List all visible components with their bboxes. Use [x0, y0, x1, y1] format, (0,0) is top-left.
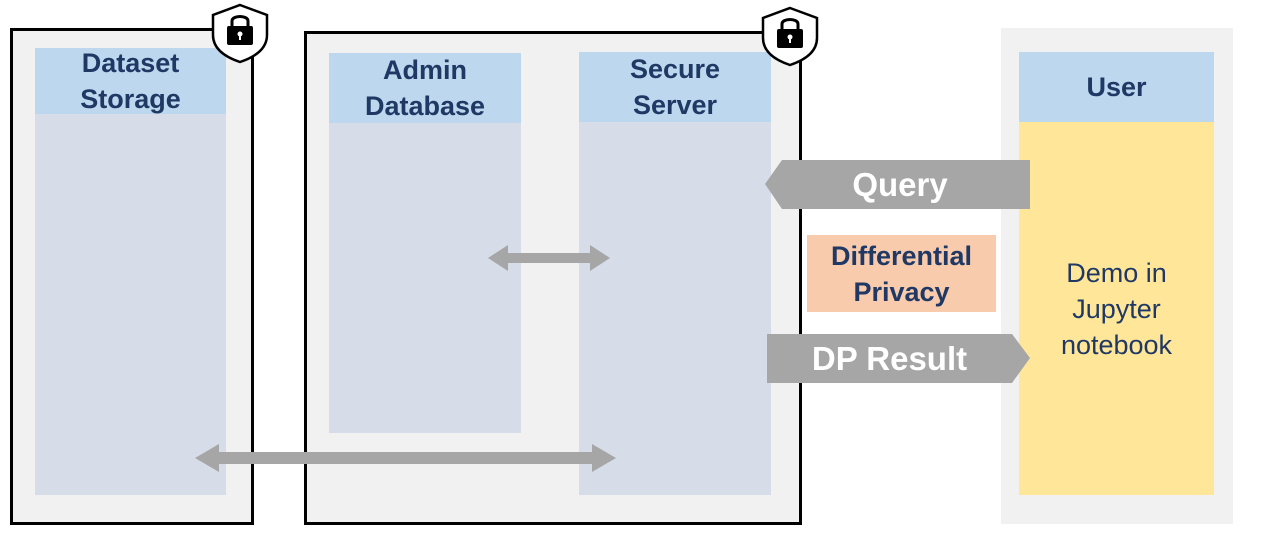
dp-result-label: DP Result — [811, 339, 968, 377]
dp-result-arrow — [767, 334, 1030, 383]
secure-server-column — [579, 52, 771, 495]
dataset-storage-column — [35, 48, 226, 495]
secure-server-header: Secure Server — [579, 52, 771, 122]
storage-server-double-arrow — [195, 444, 616, 472]
query-label: Query — [852, 165, 948, 203]
query-arrow — [765, 160, 1030, 209]
dataset-storage-header: Dataset Storage — [35, 48, 226, 114]
admin-server-double-arrow — [488, 245, 610, 271]
admin-database-header: Admin Database — [329, 53, 521, 123]
lock-shield-icon — [211, 3, 269, 64]
user-column-body: Demo in Jupyter notebook — [1019, 122, 1214, 495]
user-header: User — [1019, 52, 1214, 122]
differential-privacy-box: Differential Privacy — [807, 235, 996, 312]
lock-shield-icon — [761, 6, 819, 67]
